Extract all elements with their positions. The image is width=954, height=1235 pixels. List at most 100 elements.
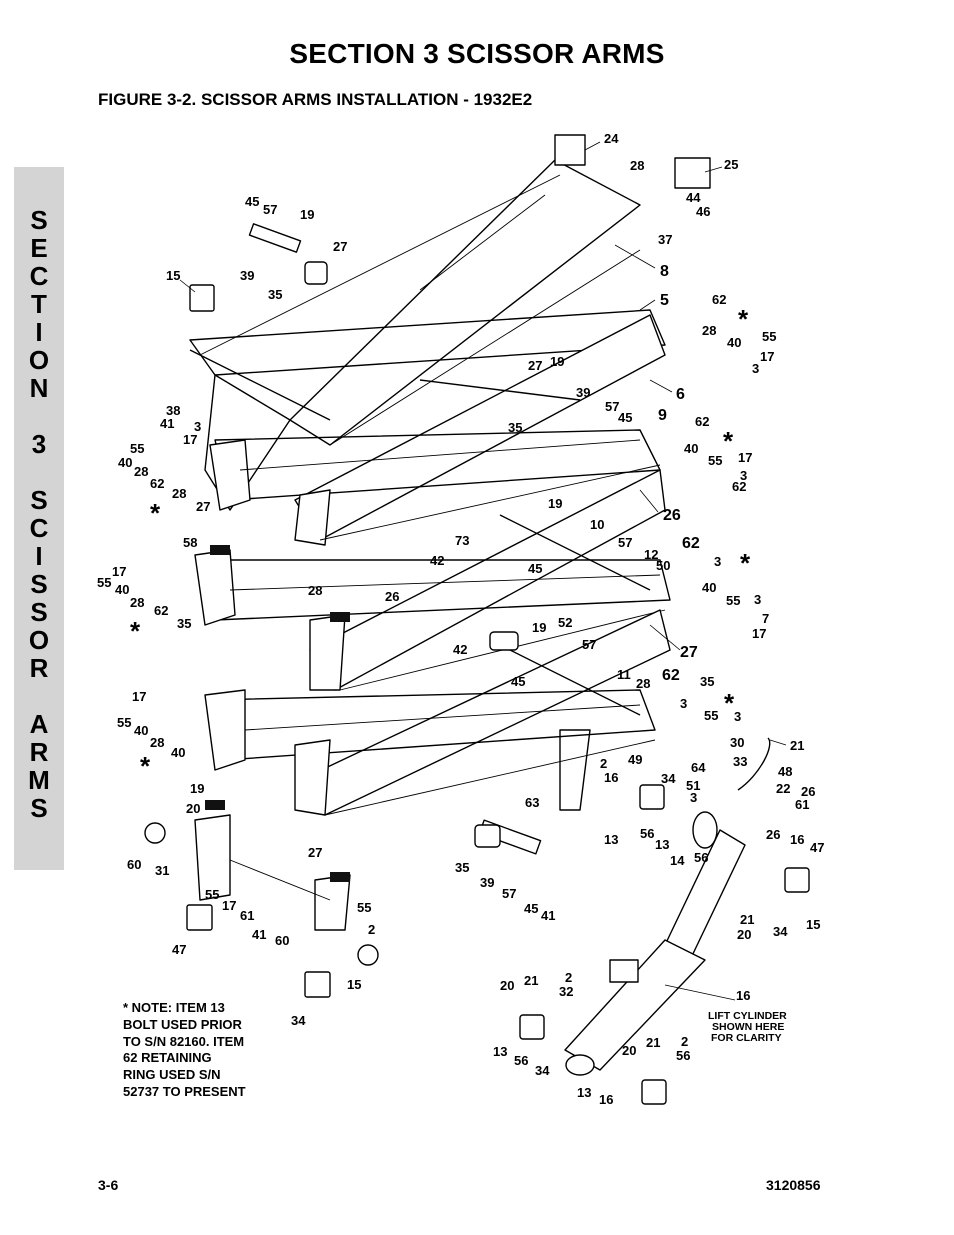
callout: 19 — [300, 207, 314, 222]
callout: 55 — [762, 329, 776, 344]
callout: 2 — [565, 970, 572, 985]
callout: 42 — [453, 642, 467, 657]
callout: 38 — [166, 403, 180, 418]
callout: 41 — [541, 908, 555, 923]
callout: 30 — [730, 735, 744, 750]
note-line: TO S/N 82160. ITEM — [123, 1034, 244, 1049]
callout: 28 — [130, 595, 144, 610]
callout: 55 — [205, 887, 219, 902]
asterisk: * — [723, 426, 734, 456]
callout: 28 — [308, 583, 322, 598]
asterisk: * — [140, 751, 151, 781]
bushing — [304, 261, 328, 285]
callout: 35 — [268, 287, 282, 302]
callout: 45 — [245, 194, 259, 209]
callout: 27 — [196, 499, 210, 514]
callout: 13 — [604, 832, 618, 847]
callout: 26 — [766, 827, 780, 842]
side-tab-letter: N — [29, 373, 49, 403]
cylinder-valve-block — [609, 959, 639, 983]
callout: 41 — [160, 416, 174, 431]
callout: 58 — [183, 535, 197, 550]
callout: 56 — [640, 826, 654, 841]
callout: 3 — [740, 468, 747, 483]
callout: 17 — [132, 689, 146, 704]
callout: 26 — [801, 784, 815, 799]
section-title: SECTION 3 SCISSOR ARMS — [289, 38, 665, 69]
callout: 57 — [618, 535, 632, 550]
callout: 52 — [558, 615, 572, 630]
wear-pad — [205, 800, 225, 810]
callout: 34 — [535, 1063, 550, 1078]
callout: 2 — [681, 1034, 688, 1049]
cylinder-mount-16 — [519, 1014, 545, 1040]
callout: 40 — [115, 582, 129, 597]
callout: 15 — [166, 268, 180, 283]
side-tab-letter: M — [28, 765, 50, 795]
bushing — [489, 631, 519, 651]
callout: 45 — [524, 901, 538, 916]
callout: 62 — [682, 535, 700, 552]
callout: 21 — [740, 912, 754, 927]
callout: 40 — [134, 723, 148, 738]
callout: 64 — [691, 760, 706, 775]
note-line: * NOTE: ITEM 13 — [123, 1000, 225, 1015]
side-tab-letter: I — [35, 541, 43, 571]
callout: 21 — [646, 1035, 660, 1050]
callout: 73 — [455, 533, 469, 548]
roller-47 — [357, 944, 379, 966]
side-tab-letter: R — [29, 737, 49, 767]
callout: 24 — [604, 131, 619, 146]
callout: 55 — [117, 715, 131, 730]
callout: 3 — [734, 709, 741, 724]
callout: 63 — [525, 795, 539, 810]
callout: 61 — [795, 797, 809, 812]
callout: 20 — [186, 801, 200, 816]
arm-level4-end-right — [294, 739, 331, 816]
side-tab-letter: O — [28, 345, 50, 375]
callout: 17 — [760, 349, 774, 364]
callout: 19 — [550, 354, 564, 369]
asterisk: * — [738, 304, 749, 334]
callout: 62 — [732, 479, 746, 494]
arm-top-inner — [189, 309, 666, 376]
bushing — [474, 824, 501, 848]
callout: 28 — [636, 676, 650, 691]
slide-block — [189, 284, 215, 312]
arm-level2-end-left — [209, 439, 251, 511]
callout: 13 — [577, 1085, 591, 1100]
callout: 47 — [810, 840, 824, 855]
callout: 27 — [528, 358, 542, 373]
note-block: * NOTE: ITEM 13 BOLT USED PRIOR TO S/N 8… — [123, 1000, 246, 1099]
callout: 3 — [194, 419, 201, 434]
note-line: RING USED S/N — [123, 1067, 221, 1082]
page-number: 3-6 — [98, 1177, 119, 1193]
lift-cylinder-label-line: FOR CLARITY — [711, 1032, 782, 1044]
callout: 17 — [183, 432, 197, 447]
side-tab-letter: C — [29, 513, 49, 543]
callout: 39 — [480, 875, 494, 890]
callout: 3 — [680, 696, 687, 711]
callout: 55 — [357, 900, 371, 915]
cylinder-mount-16 — [641, 1079, 667, 1105]
callout: 57 — [582, 637, 596, 652]
callout: 17 — [112, 564, 126, 579]
callout: 3 — [752, 361, 759, 376]
side-tab-letter: S — [30, 205, 48, 235]
side-tab-letter: I — [35, 317, 43, 347]
callout: 27 — [333, 239, 347, 254]
callout: 27 — [308, 845, 322, 860]
side-tab-letter: 3 — [31, 429, 47, 459]
bracket-25 — [674, 157, 711, 189]
base-leg — [559, 729, 591, 811]
side-tab-letter: S — [30, 597, 48, 627]
callout: 2 — [600, 756, 607, 771]
callout: 19 — [548, 496, 562, 511]
side-tab-letter: S — [30, 793, 48, 823]
callout: 46 — [696, 204, 710, 219]
callout: 55 — [704, 708, 718, 723]
asterisk: * — [740, 548, 751, 578]
callout: 62 — [154, 603, 168, 618]
callout: 57 — [605, 399, 619, 414]
slide-block — [304, 971, 331, 998]
